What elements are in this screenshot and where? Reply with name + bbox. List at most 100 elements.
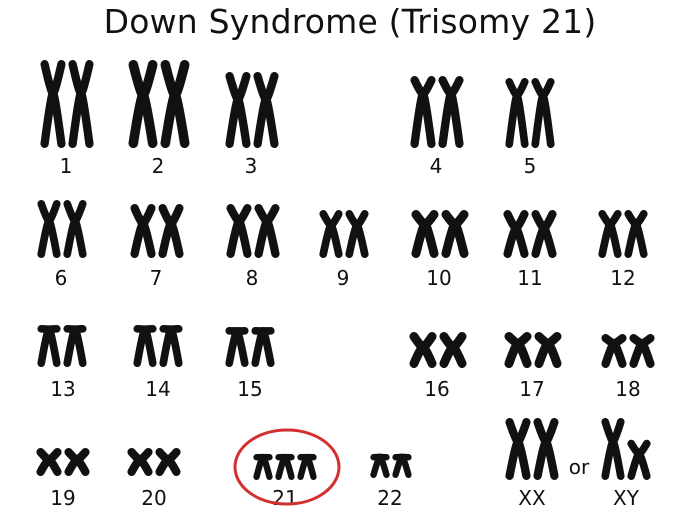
chromosome-label-xx: XX: [518, 486, 546, 510]
chromosome-label-9: 9: [337, 266, 350, 290]
chromosome-2-1: [128, 60, 158, 148]
chromosome-20-2: [155, 448, 181, 476]
chromosome-1-2: [68, 60, 94, 148]
chromosome-set-2: [128, 60, 190, 148]
chromosome-set-9: [319, 210, 369, 258]
chromosome-set-xx: [505, 418, 559, 480]
chromosome-label-8: 8: [246, 266, 259, 290]
chromosome-set-4: [410, 76, 464, 148]
chromosome-xy-2: [627, 439, 651, 480]
chromosome-label-17: 17: [519, 377, 544, 401]
chromosome-set-17: [504, 332, 562, 368]
chromosome-19-2: [64, 448, 90, 476]
chromosome-label-18: 18: [615, 377, 640, 401]
chromosome-14-1: [133, 325, 157, 367]
chromosome-2-2: [160, 60, 190, 148]
chromosome-17-1: [504, 332, 532, 368]
chromosome-label-20: 20: [141, 486, 166, 510]
chromosome-xy-1: [601, 418, 625, 480]
chromosome-xx-2: [533, 418, 559, 480]
chromosome-label-19: 19: [50, 486, 75, 510]
chromosome-4-2: [438, 76, 464, 148]
chromosome-18-2: [629, 334, 655, 368]
chromosome-19-1: [36, 448, 62, 476]
chromosome-set-18: [601, 334, 655, 368]
chromosome-set-6: [37, 200, 87, 258]
chromosome-set-xy: [601, 418, 651, 480]
chromosome-set-11: [503, 210, 557, 258]
chromosome-label-22: 22: [377, 486, 402, 510]
chromosome-set-20: [127, 448, 181, 476]
chromosome-set-19: [36, 448, 90, 476]
chromosome-set-12: [598, 210, 648, 258]
chromosome-set-21: [253, 453, 317, 480]
chromosome-label-15: 15: [237, 377, 262, 401]
chromosome-label-6: 6: [55, 266, 68, 290]
chromosome-label-7: 7: [150, 266, 163, 290]
chromosome-3-2: [253, 72, 279, 148]
chromosome-9-2: [345, 210, 369, 258]
chromosome-16-2: [439, 332, 467, 368]
chromosome-set-22: [370, 453, 412, 478]
chromosome-12-1: [598, 210, 622, 258]
chromosome-14-2: [159, 325, 183, 367]
chromosome-label-10: 10: [426, 266, 451, 290]
chromosome-7-2: [158, 204, 184, 258]
chromosome-9-1: [319, 210, 343, 258]
chromosome-13-1: [37, 325, 61, 367]
chromosome-10-1: [411, 210, 439, 258]
chromosome-label-16: 16: [424, 377, 449, 401]
chromosome-10-2: [441, 210, 469, 258]
chromosome-15-1: [225, 327, 249, 367]
chromosome-label-xy: XY: [613, 486, 640, 510]
chromosome-20-1: [127, 448, 153, 476]
chromosome-11-1: [503, 210, 529, 258]
chromosome-21-1: [253, 453, 273, 480]
chromosome-set-1: [40, 60, 94, 148]
chromosome-label-5: 5: [524, 154, 537, 178]
chromosome-7-1: [130, 204, 156, 258]
chromosome-6-1: [37, 200, 61, 258]
chromosome-label-13: 13: [50, 377, 75, 401]
chromosome-set-7: [130, 204, 184, 258]
chromosome-set-5: [505, 78, 555, 148]
chromosome-11-2: [531, 210, 557, 258]
chromosome-set-8: [226, 204, 280, 258]
chromosome-label-3: 3: [245, 154, 258, 178]
chromosome-set-3: [225, 72, 279, 148]
chromosome-set-13: [37, 325, 87, 367]
chromosome-5-2: [531, 78, 555, 148]
chromosome-set-14: [133, 325, 183, 367]
chromosome-22-2: [392, 453, 412, 478]
chromosome-5-1: [505, 78, 529, 148]
chromosome-21-3: [297, 453, 317, 480]
chromosome-set-10: [411, 210, 469, 258]
chromosome-set-15: [225, 327, 275, 367]
chromosome-12-2: [624, 210, 648, 258]
chromosome-21-2: [275, 453, 295, 480]
chromosome-label-14: 14: [145, 377, 170, 401]
chromosome-8-2: [254, 204, 280, 258]
chromosome-18-1: [601, 334, 627, 368]
chromosome-15-2: [251, 327, 275, 367]
chromosome-4-1: [410, 76, 436, 148]
chromosome-label-21: 21: [272, 486, 297, 510]
chromosome-16-1: [409, 332, 437, 368]
sex-chromosome-or-label: or: [569, 455, 590, 479]
chromosome-6-2: [63, 200, 87, 258]
chromosome-set-16: [409, 332, 467, 368]
chromosome-1-1: [40, 60, 66, 148]
chromosome-label-2: 2: [152, 154, 165, 178]
chromosome-17-2: [534, 332, 562, 368]
chromosome-8-1: [226, 204, 252, 258]
chromosome-3-1: [225, 72, 251, 148]
chromosome-label-12: 12: [610, 266, 635, 290]
trisomy-highlight-circle: [233, 428, 341, 506]
figure-title: Down Syndrome (Trisomy 21): [103, 2, 597, 41]
chromosome-22-1: [370, 453, 390, 478]
chromosome-label-11: 11: [517, 266, 542, 290]
chromosome-xx-1: [505, 418, 531, 480]
chromosome-13-2: [63, 325, 87, 367]
